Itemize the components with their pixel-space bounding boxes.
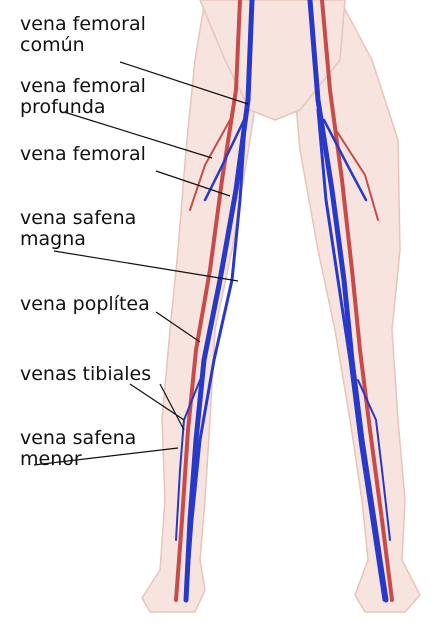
label-tibial-line-1: venas tibiales <box>20 364 151 385</box>
label-great-saphenous-line-2: magna <box>20 229 136 250</box>
label-small-saphenous-line-1: vena safena <box>20 428 136 449</box>
label-deep-femoral-vein: vena femoral profunda <box>20 76 146 118</box>
label-femoral-vein: vena femoral <box>20 144 146 165</box>
label-small-saphenous-line-2: menor <box>20 449 136 470</box>
label-deep-femoral-line-2: profunda <box>20 97 146 118</box>
label-great-saphenous-vein: vena safena magna <box>20 208 136 250</box>
label-femoral-line-1: vena femoral <box>20 144 146 165</box>
label-great-saphenous-line-1: vena safena <box>20 208 136 229</box>
label-common-femoral-line-2: común <box>20 35 146 56</box>
label-tibial-veins: venas tibiales <box>20 364 151 385</box>
label-popliteal-line-1: vena poplítea <box>20 294 150 315</box>
label-small-saphenous-vein: vena safena menor <box>20 428 136 470</box>
label-common-femoral-vein: vena femoral común <box>20 14 146 56</box>
label-popliteal-vein: vena poplítea <box>20 294 150 315</box>
label-common-femoral-line-1: vena femoral <box>20 14 146 35</box>
label-deep-femoral-line-1: vena femoral <box>20 76 146 97</box>
